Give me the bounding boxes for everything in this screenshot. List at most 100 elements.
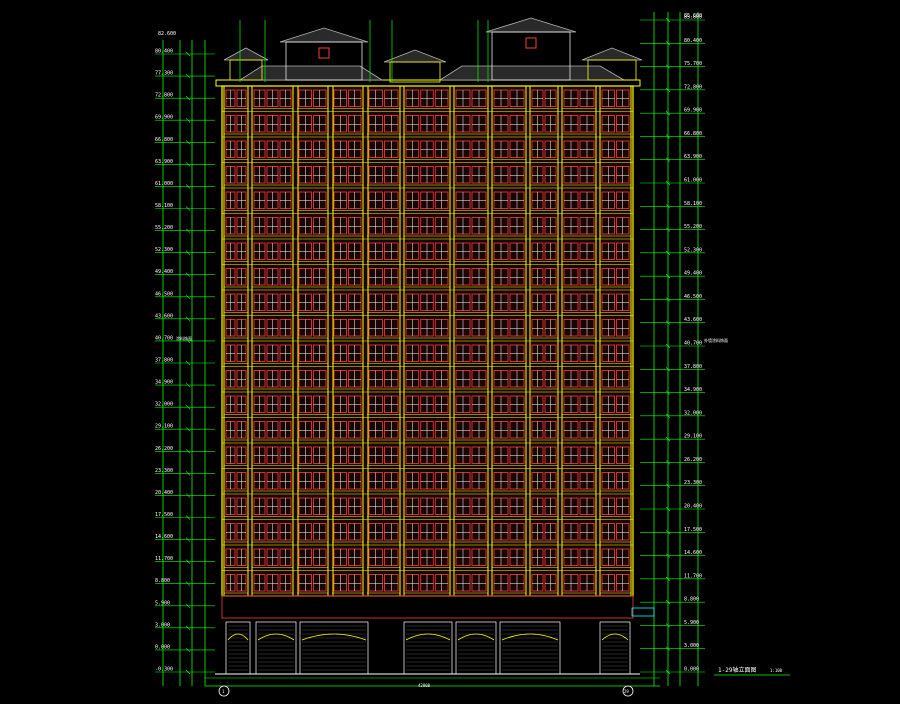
left-level-slash	[185, 272, 191, 277]
pavilion-roof	[383, 49, 447, 63]
left-elevation-label: 66.800	[155, 137, 173, 143]
right-level-slash	[665, 157, 671, 162]
left-elevation-label: 46.500	[155, 291, 173, 297]
shop-arch	[501, 633, 559, 641]
left-level-slash	[185, 206, 191, 211]
right-level-slash	[665, 553, 671, 558]
right-level-slash	[665, 367, 671, 372]
drawing-scale: 1:100	[770, 668, 783, 673]
left-elevation-label: 26.200	[155, 446, 173, 452]
shop-arch	[257, 633, 295, 641]
left-elevation-label: 14.600	[155, 534, 173, 540]
right-level-slash	[665, 250, 671, 256]
left-elevation-label: 0.000	[155, 644, 170, 650]
left-elevation-label: 63.900	[155, 159, 173, 165]
right-elevation-label: 72.800	[684, 84, 702, 90]
right-level-slash	[665, 460, 671, 465]
top-left-elevation-label: 82.600	[158, 31, 176, 37]
right-elevation-label: 5.900	[684, 620, 699, 626]
tower-body	[285, 41, 363, 81]
left-level-slash	[185, 493, 191, 498]
tower-roof	[485, 17, 577, 33]
right-level-slash	[665, 87, 671, 93]
right-elevation-label: 32.000	[684, 410, 702, 416]
right-level-slash	[665, 297, 671, 302]
right-level-slash	[665, 506, 671, 512]
right-elevation-label: 3.000	[684, 643, 699, 649]
left-level-slash	[185, 537, 191, 542]
left-level-slash	[185, 581, 191, 586]
right-elevation-label: 80.400	[684, 38, 702, 44]
left-level-slash	[185, 250, 191, 255]
shop-arch	[457, 633, 495, 641]
right-level-slash	[665, 390, 671, 395]
left-level-slash	[185, 515, 191, 520]
left-elevation-label: 52.300	[155, 247, 173, 253]
tower-roof	[279, 27, 369, 43]
top-right-elevation-label: 85.600	[684, 13, 702, 19]
left-elevation-label: 11.700	[155, 556, 173, 562]
right-level-slash	[665, 343, 671, 349]
right-elevation-label: 37.800	[684, 364, 702, 370]
left-level-slash	[185, 316, 191, 322]
left-level-slash	[185, 625, 191, 631]
left-elevation-label: 20.400	[155, 490, 173, 496]
shop-arch	[301, 633, 367, 641]
right-elevation-label: 34.900	[684, 387, 702, 393]
left-elevation-label: 58.100	[155, 203, 173, 209]
ground-floor-podium	[215, 595, 655, 675]
tower-window	[318, 47, 330, 59]
right-elevation-label: 85.600	[684, 15, 702, 21]
left-level-slash	[185, 647, 191, 653]
right-elevation-label: 55.200	[684, 224, 702, 230]
left-facade-note: 涂料饰面	[176, 335, 192, 341]
right-level-slash	[665, 436, 671, 442]
roof-right	[438, 65, 626, 81]
left-elevation-label: 77.300	[155, 71, 173, 77]
right-elevation-label: 63.900	[684, 154, 702, 160]
left-elevation-label: 34.900	[155, 380, 173, 386]
right-elevation-label: 0.000	[684, 667, 699, 673]
left-level-slash	[185, 404, 191, 410]
right-elevation-label: 11.700	[684, 573, 702, 579]
right-elevation-label: 52.300	[684, 247, 702, 253]
right-level-slash	[665, 483, 671, 488]
right-level-slash	[665, 64, 671, 69]
drawing-caption: 1-29轴立面图	[718, 666, 756, 674]
left-elevation-label: 49.400	[155, 269, 173, 275]
right-level-slash	[665, 273, 671, 279]
right-elevation-label: 23.300	[684, 480, 702, 486]
left-elevation-label: 8.800	[155, 578, 170, 584]
dimension-lines: 80.40077.30072.80069.90066.80063.90061.0…	[155, 12, 790, 697]
right-facade-note: 外墙涂料饰面	[704, 337, 728, 343]
bottom-overall-dimension: 42800	[418, 683, 431, 688]
left-elevation-label: 69.900	[155, 115, 173, 121]
left-level-slash	[185, 360, 191, 366]
right-level-slash	[665, 599, 671, 605]
right-elevation-label: 43.600	[684, 317, 702, 323]
left-level-slash	[185, 449, 191, 454]
right-level-slash	[665, 623, 671, 628]
left-elevation-label: 5.900	[155, 600, 170, 606]
left-level-slash	[185, 559, 191, 564]
left-level-slash	[185, 51, 191, 57]
right-elevation-label: 29.100	[684, 434, 702, 440]
pavilion-body	[229, 59, 263, 81]
pavilion-body	[389, 61, 441, 83]
right-elevation-label: 66.800	[684, 131, 702, 137]
right-elevation-label: 49.400	[684, 271, 702, 277]
right-level-slash	[665, 530, 671, 535]
podium-band	[221, 595, 634, 619]
axis-left-label: 1	[222, 689, 225, 694]
left-level-slash	[185, 140, 191, 145]
right-level-slash	[665, 134, 671, 139]
left-elevation-label: 43.600	[155, 313, 173, 319]
pavilion-body	[587, 59, 637, 81]
left-level-slash	[185, 73, 191, 79]
left-elevation-label: 37.800	[155, 358, 173, 364]
left-elevation-label: -0.300	[155, 667, 173, 673]
left-level-slash	[185, 118, 191, 123]
left-elevation-label: 80.400	[155, 49, 173, 55]
